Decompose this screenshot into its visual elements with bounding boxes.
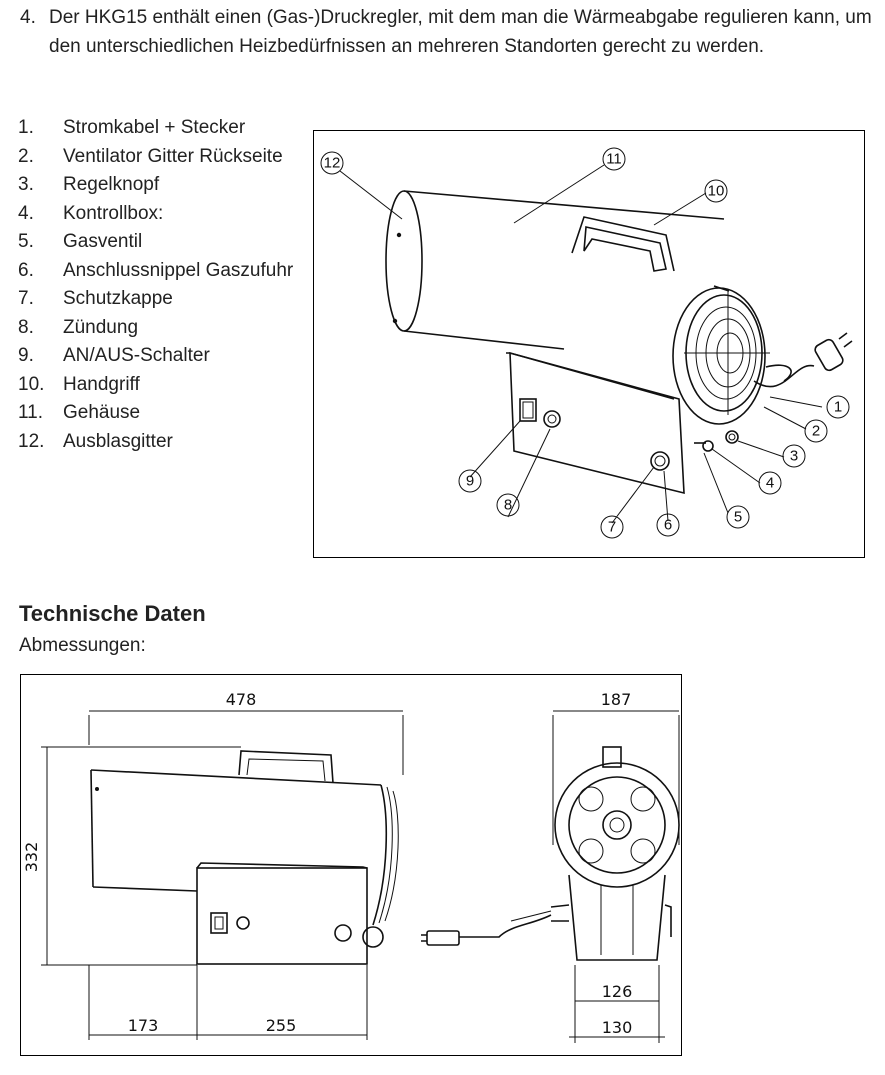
list-item-label: Zündung bbox=[63, 316, 139, 338]
callout-7: 7 bbox=[608, 519, 616, 536]
cable-plug-shape bbox=[421, 910, 552, 946]
callout-12: 12 bbox=[324, 155, 341, 172]
dim-foot-outer-label: 130 bbox=[602, 1018, 633, 1037]
callouts: 12 11 10 1 2 3 4 5 6 7 8 9 bbox=[320, 147, 850, 539]
cable-plug-shape bbox=[753, 332, 853, 388]
list-item: 6. Anschlussnippel Gaszufuhr bbox=[18, 257, 308, 286]
list-item-label: Kontrollbox: bbox=[63, 202, 164, 224]
callout-5: 5 bbox=[734, 509, 742, 526]
list-item: 9. AN/AUS-Schalter bbox=[18, 342, 308, 371]
intro-text: Der HKG15 enthält einen (Gas-)Druckregle… bbox=[49, 7, 872, 57]
callout-2: 2 bbox=[812, 423, 820, 440]
control-box-shape bbox=[506, 351, 739, 495]
list-item-number: 4. bbox=[18, 202, 34, 224]
list-item-number: 10. bbox=[18, 373, 45, 395]
list-item-number: 5. bbox=[18, 231, 34, 252]
list-item-number: 1. bbox=[18, 117, 34, 138]
list-item-label: Regelknopf bbox=[63, 174, 160, 195]
parts-list: 1. Stromkabel + Stecker 2. Ventilator Gitt… bbox=[18, 114, 308, 456]
section-title: Technische Daten bbox=[19, 601, 206, 626]
leader-lines bbox=[339, 164, 823, 524]
section-subtitle: Abmessungen: bbox=[19, 635, 146, 656]
list-item-label: Schutzkappe bbox=[63, 288, 173, 309]
list-item: 2. Ventilator Gitter Rückseite bbox=[18, 143, 308, 172]
list-item-number: 11. bbox=[18, 402, 44, 423]
list-item-label: AN/AUS-Schalter bbox=[63, 345, 210, 366]
dim-height-label: 332 bbox=[22, 842, 41, 873]
callout-10: 10 bbox=[708, 183, 725, 200]
heater-parts-diagram: 12 11 10 1 2 3 4 5 6 7 8 9 bbox=[313, 130, 865, 558]
list-item-number: 8. bbox=[18, 316, 34, 338]
dimensions-diagram: 478 332 173 255 187 126 130 bbox=[20, 674, 682, 1056]
dim-foot-inner-label: 126 bbox=[602, 982, 633, 1001]
callout-4: 4 bbox=[766, 475, 774, 492]
intro-number: 4. bbox=[20, 7, 36, 28]
dim-rear-label: 173 bbox=[128, 1016, 159, 1035]
dim-length-label: 478 bbox=[226, 690, 257, 709]
handle-shape bbox=[571, 216, 675, 272]
dim-width-label: 187 bbox=[601, 690, 632, 709]
heater-parts-drawing: 12 11 10 1 2 3 4 5 6 7 8 9 bbox=[320, 147, 853, 539]
front-view-shape bbox=[550, 746, 680, 961]
list-item-number: 9. bbox=[18, 345, 34, 366]
list-item: 1. Stromkabel + Stecker bbox=[18, 114, 308, 143]
list-item-label: Stromkabel + Stecker bbox=[63, 117, 246, 138]
callout-11: 11 bbox=[606, 151, 622, 168]
list-item: 8. Zündung bbox=[18, 314, 308, 343]
fan-grille-shape bbox=[672, 285, 770, 425]
list-item-label: Handgriff bbox=[63, 373, 140, 395]
intro-paragraph: 4. Der HKG15 enthält einen (Gas-)Druckre… bbox=[20, 4, 880, 61]
list-item-number: 7. bbox=[18, 288, 34, 309]
side-view-shape bbox=[90, 750, 399, 965]
dimensions-drawing: 478 332 173 255 187 126 130 bbox=[22, 690, 680, 1043]
list-item-number: 6. bbox=[18, 259, 34, 281]
dim-box-label: 255 bbox=[266, 1016, 297, 1035]
list-item: 3. Regelknopf bbox=[18, 171, 308, 200]
list-item-number: 2. bbox=[18, 145, 34, 167]
list-item: 12. Ausblasgitter bbox=[18, 428, 308, 457]
list-item-label: Gehäuse bbox=[63, 402, 141, 423]
list-item-label: Ventilator Gitter Rückseite bbox=[63, 145, 283, 167]
list-item: 7. Schutzkappe bbox=[18, 285, 308, 314]
list-item-label: Gasventil bbox=[63, 231, 143, 252]
list-item: 4. Kontrollbox: bbox=[18, 200, 308, 229]
callout-6: 6 bbox=[664, 517, 672, 534]
dimension-lines bbox=[41, 710, 680, 1043]
list-item: 11. Gehäuse bbox=[18, 399, 308, 428]
list-item-label: Anschlussnippel Gaszufuhr bbox=[63, 259, 294, 281]
list-item-label: Ausblasgitter bbox=[63, 430, 173, 452]
callout-8: 8 bbox=[504, 497, 512, 514]
list-item: 5. Gasventil bbox=[18, 228, 308, 257]
callout-9: 9 bbox=[466, 473, 474, 490]
callout-1: 1 bbox=[834, 399, 842, 416]
list-item-number: 3. bbox=[18, 174, 34, 195]
list-item-number: 12. bbox=[18, 430, 45, 452]
callout-3: 3 bbox=[790, 448, 798, 465]
list-item: 10. Handgriff bbox=[18, 371, 308, 400]
